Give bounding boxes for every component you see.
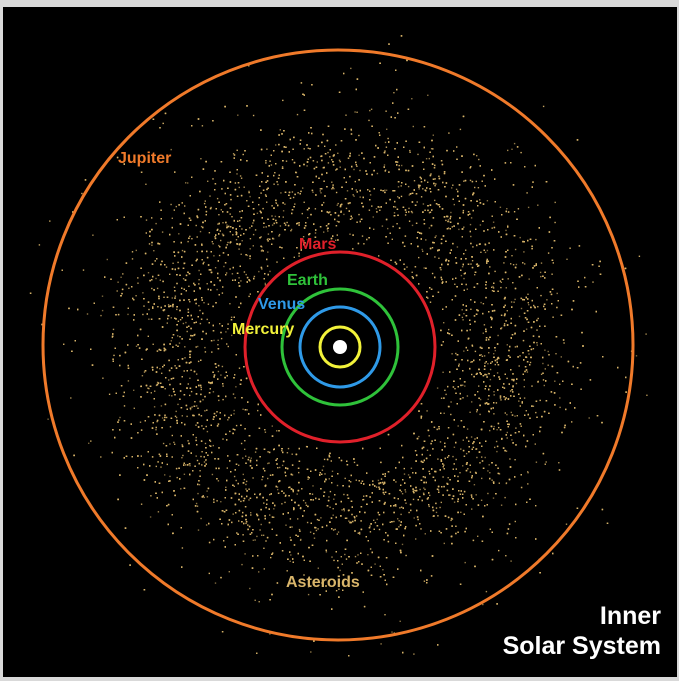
earth-orbit bbox=[280, 287, 400, 407]
sun bbox=[333, 340, 347, 354]
jupiter-label: Jupiter bbox=[118, 150, 171, 167]
earth-label: Earth bbox=[287, 272, 328, 289]
mercury-label: Mercury bbox=[232, 321, 294, 338]
jupiter-orbit bbox=[41, 48, 635, 642]
asteroids-label: Asteroids bbox=[286, 574, 360, 591]
mars-orbit bbox=[243, 250, 437, 444]
diagram-title: Inner Solar System bbox=[503, 601, 661, 661]
asteroid-belt bbox=[29, 35, 648, 657]
mercury-orbit bbox=[318, 325, 362, 369]
title-line-2: Solar System bbox=[502, 632, 661, 660]
diagram-panel: Jupiter Mars Earth Venus Mercury Asteroi… bbox=[3, 7, 677, 677]
title-line-1: Inner bbox=[599, 602, 661, 630]
solar-system-diagram: Jupiter Mars Earth Venus Mercury Asteroi… bbox=[29, 35, 648, 657]
venus-label: Venus bbox=[258, 296, 305, 313]
mars-label: Mars bbox=[299, 236, 336, 253]
venus-orbit bbox=[298, 305, 382, 389]
